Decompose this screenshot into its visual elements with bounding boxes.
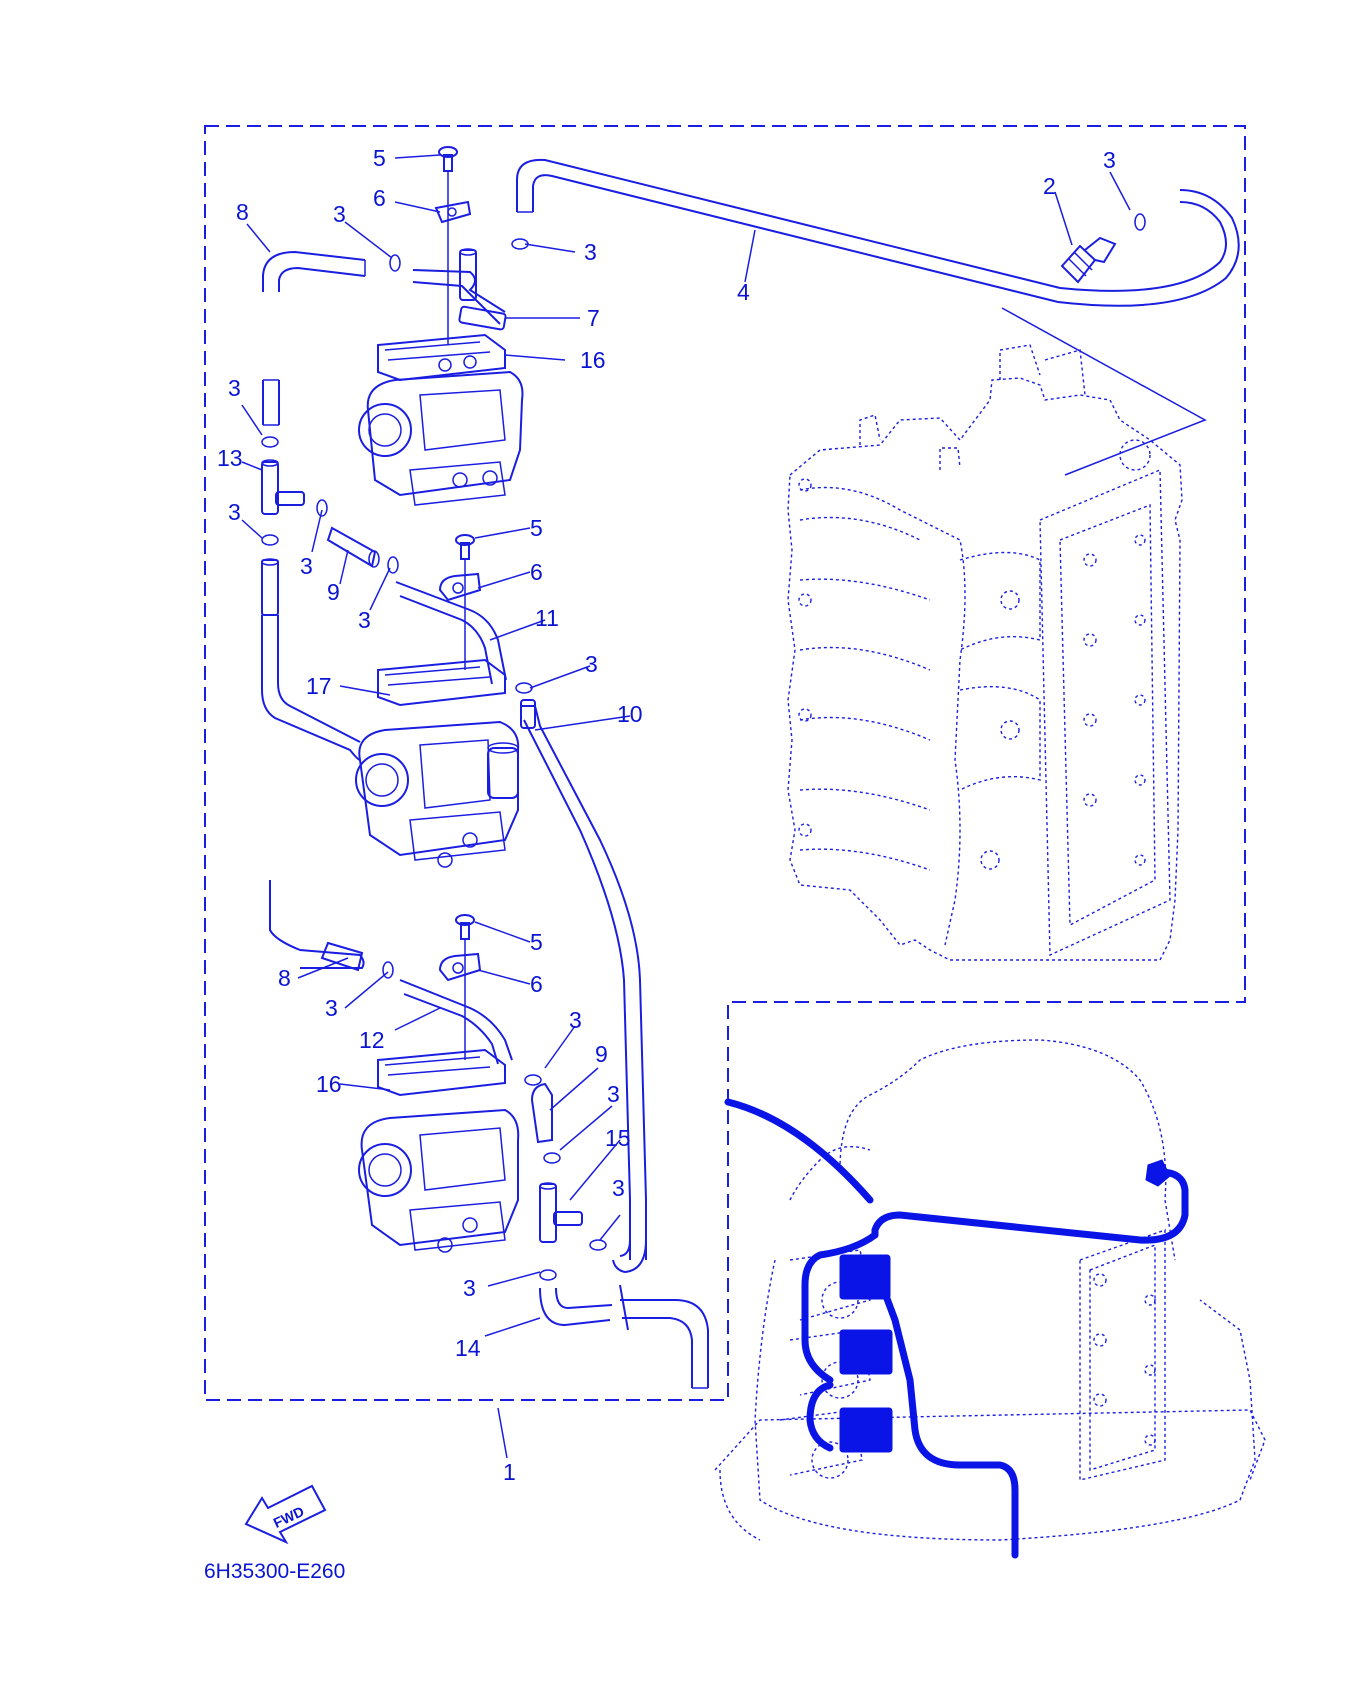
carburetor-middle [355, 658, 520, 868]
callout-17: 17 [306, 673, 332, 699]
callout-5: 5 [530, 515, 543, 541]
callout-6: 6 [373, 185, 386, 211]
callout-3: 3 [358, 607, 371, 633]
callout-3: 3 [585, 651, 598, 677]
callout-15: 15 [605, 1125, 631, 1151]
callout-9: 9 [595, 1041, 608, 1067]
callout-1: 1 [503, 1459, 516, 1485]
callout-9: 9 [327, 579, 340, 605]
callout-5: 5 [373, 145, 386, 171]
hose-12 [399, 979, 513, 1065]
callout-3: 3 [300, 553, 313, 579]
callout-4: 4 [737, 279, 750, 305]
callout-12: 12 [359, 1027, 385, 1053]
hose-9-top [326, 526, 380, 568]
callout-3: 3 [607, 1081, 620, 1107]
joint-13 [261, 459, 305, 515]
joint-15 [539, 1182, 583, 1243]
callout-16: 16 [316, 1071, 342, 1097]
callout-3: 3 [463, 1275, 476, 1301]
carburetor-top [358, 333, 524, 506]
highlighted-block-3 [839, 1407, 893, 1453]
fwd-arrow-icon: FWD [244, 1484, 327, 1545]
callout-6: 6 [530, 559, 543, 585]
hose-left-long [261, 558, 365, 969]
main-group-boundary [204, 125, 1246, 1401]
clamp-6-bot [438, 952, 482, 982]
callout-11: 11 [535, 605, 559, 631]
callout-5: 5 [530, 929, 543, 955]
callout-8: 8 [278, 965, 291, 991]
part-code: 6H35300-E260 [204, 1560, 345, 1583]
callout-3: 3 [584, 239, 597, 265]
clamp-6-top [434, 200, 472, 224]
callout-2: 2 [1043, 173, 1056, 199]
hose-7 [412, 248, 507, 331]
hose-14 [539, 1284, 709, 1389]
engine-inset [714, 1039, 1266, 1559]
hose-11 [395, 581, 507, 685]
callout-3: 3 [569, 1007, 582, 1033]
callout-8: 8 [236, 199, 249, 225]
cylinder-block [787, 344, 1183, 961]
hose-8-top [262, 250, 366, 426]
callout-3: 3 [333, 201, 346, 227]
bolt-5-top [438, 146, 458, 345]
leader-lines [241, 154, 1131, 1459]
carburetor-bottom [358, 1048, 520, 1253]
callout-10: 10 [617, 701, 643, 727]
callout-7: 7 [587, 305, 600, 331]
callout-13: 13 [217, 445, 243, 471]
hose-right-j [612, 1210, 647, 1274]
callout-16: 16 [580, 347, 606, 373]
callout-3: 3 [228, 375, 241, 401]
callout-3: 3 [1103, 147, 1116, 173]
callout-14: 14 [455, 1335, 481, 1361]
highlighted-block-2 [839, 1329, 893, 1375]
callout-6: 6 [530, 971, 543, 997]
hose-8-bottom [320, 941, 364, 972]
callout-labels: 1 2 3 3 3 3 3 3 3 3 3 3 3 3 3 3 4 5 5 5 … [217, 145, 1116, 1485]
bolt-5-bot [455, 914, 475, 1060]
callout-3: 3 [228, 499, 241, 525]
hose-4 [516, 158, 1240, 307]
hose-9-bottom [530, 1082, 553, 1144]
highlighted-block-1 [839, 1254, 891, 1300]
connector-2 [1060, 236, 1117, 284]
hose-10 [520, 699, 647, 1260]
bolt-5-mid [455, 534, 475, 670]
clamp-6-mid [438, 572, 482, 602]
callout-3: 3 [612, 1175, 625, 1201]
clips-3 [261, 213, 1146, 1281]
callout-3: 3 [325, 995, 338, 1021]
